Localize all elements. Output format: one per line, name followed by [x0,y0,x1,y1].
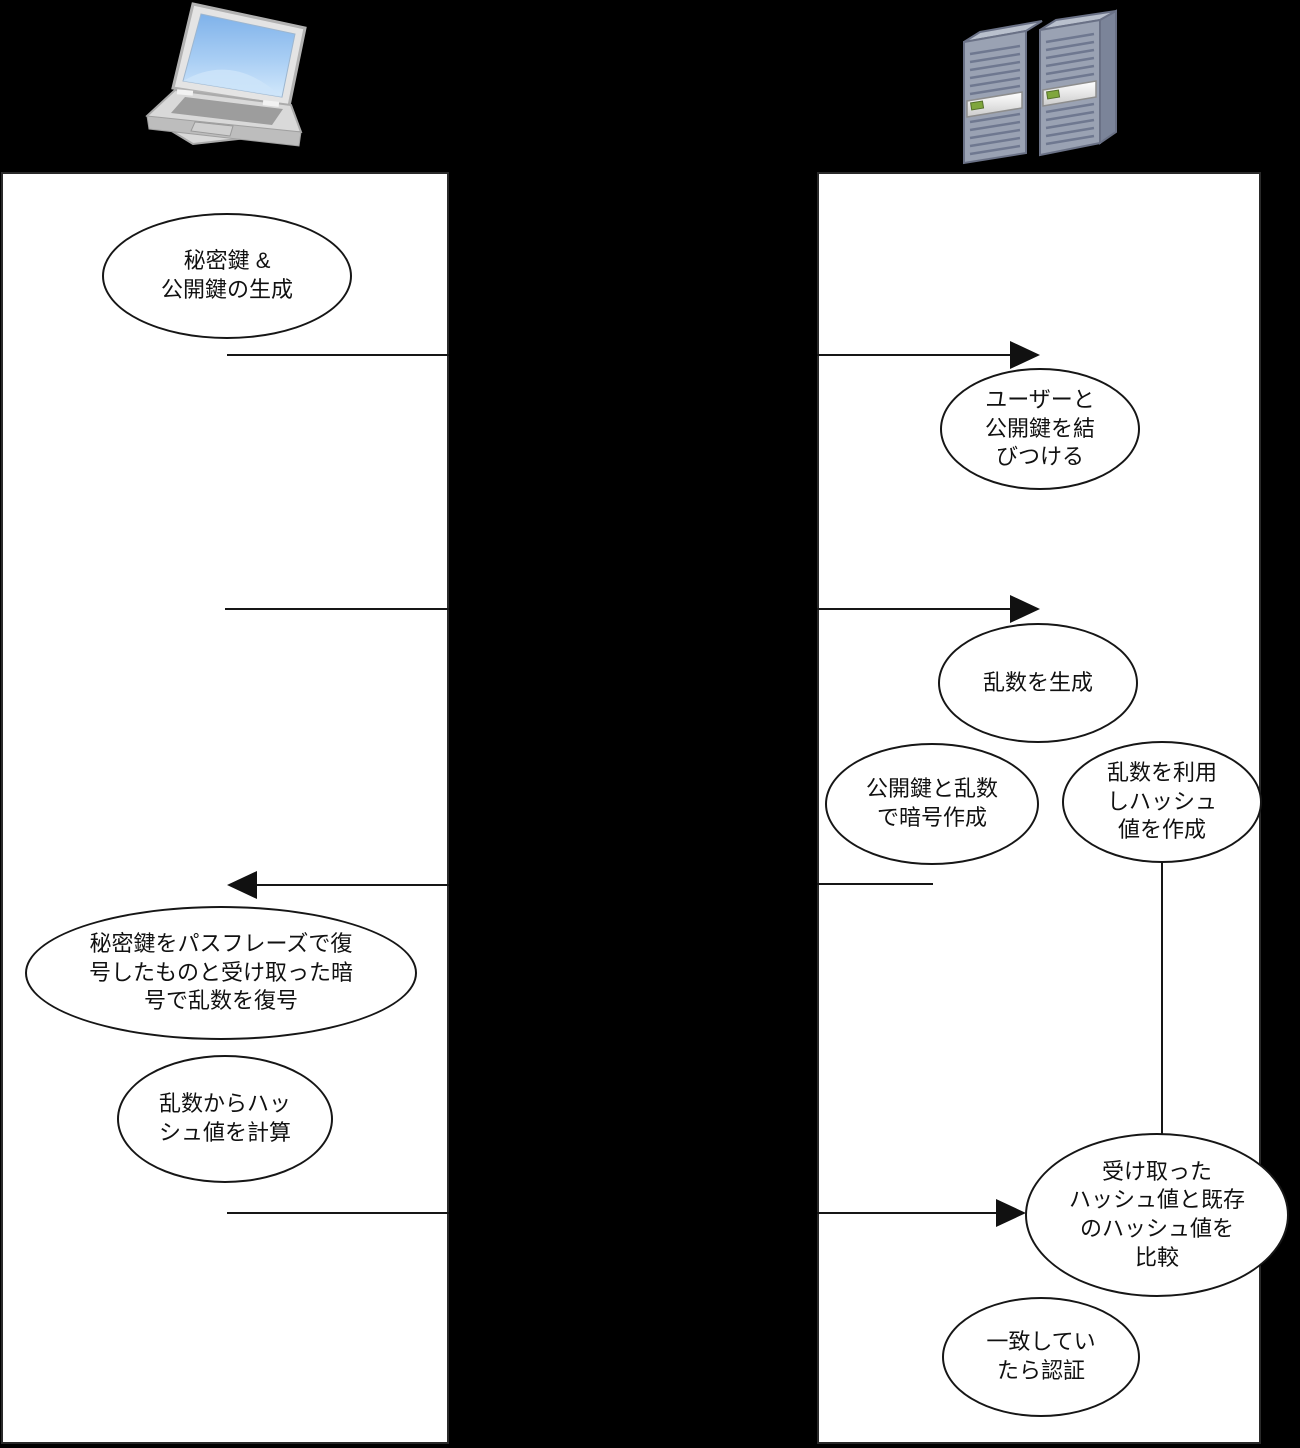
message-3-line-client [255,884,449,886]
message-3-line-server [817,883,933,885]
message-1-arrowhead-icon [1010,341,1040,369]
message-4-line-server [817,1212,997,1214]
message-1-line-client [227,354,449,356]
lifeline-client [1,172,449,1444]
laptop-icon [133,0,318,162]
message-2-arrowhead-icon [1010,595,1040,623]
message-4-line-client [227,1212,449,1214]
message-2-line-server [817,608,1011,610]
message-4-arrowhead-icon [996,1199,1026,1227]
node-client-keygen: 秘密鍵 & 公開鍵の生成 [102,213,352,339]
node-server-compare-hash: 受け取った ハッシュ値と既存 のハッシュ値を 比較 [1025,1133,1289,1297]
node-server-bind-key: ユーザーと 公開鍵を結 びつける [940,368,1140,490]
message-1-line-server [817,354,1011,356]
node-client-hash: 乱数からハッ シュ値を計算 [117,1055,333,1183]
message-3-arrowhead-icon [227,871,257,899]
message-2-line-client [225,608,449,610]
node-server-encrypt: 公開鍵と乱数 で暗号作成 [825,743,1039,865]
node-server-hash: 乱数を利用 しハッシュ 値を作成 [1062,741,1262,863]
hash-connector-line [1161,862,1163,1134]
node-client-decrypt: 秘密鍵をパスフレーズで復 号したものと受け取った暗 号で乱数を復号 [25,906,417,1040]
node-server-generate-random: 乱数を生成 [938,623,1138,743]
node-server-authenticate: 一致してい たら認証 [942,1297,1140,1417]
server-icon [948,2,1130,166]
